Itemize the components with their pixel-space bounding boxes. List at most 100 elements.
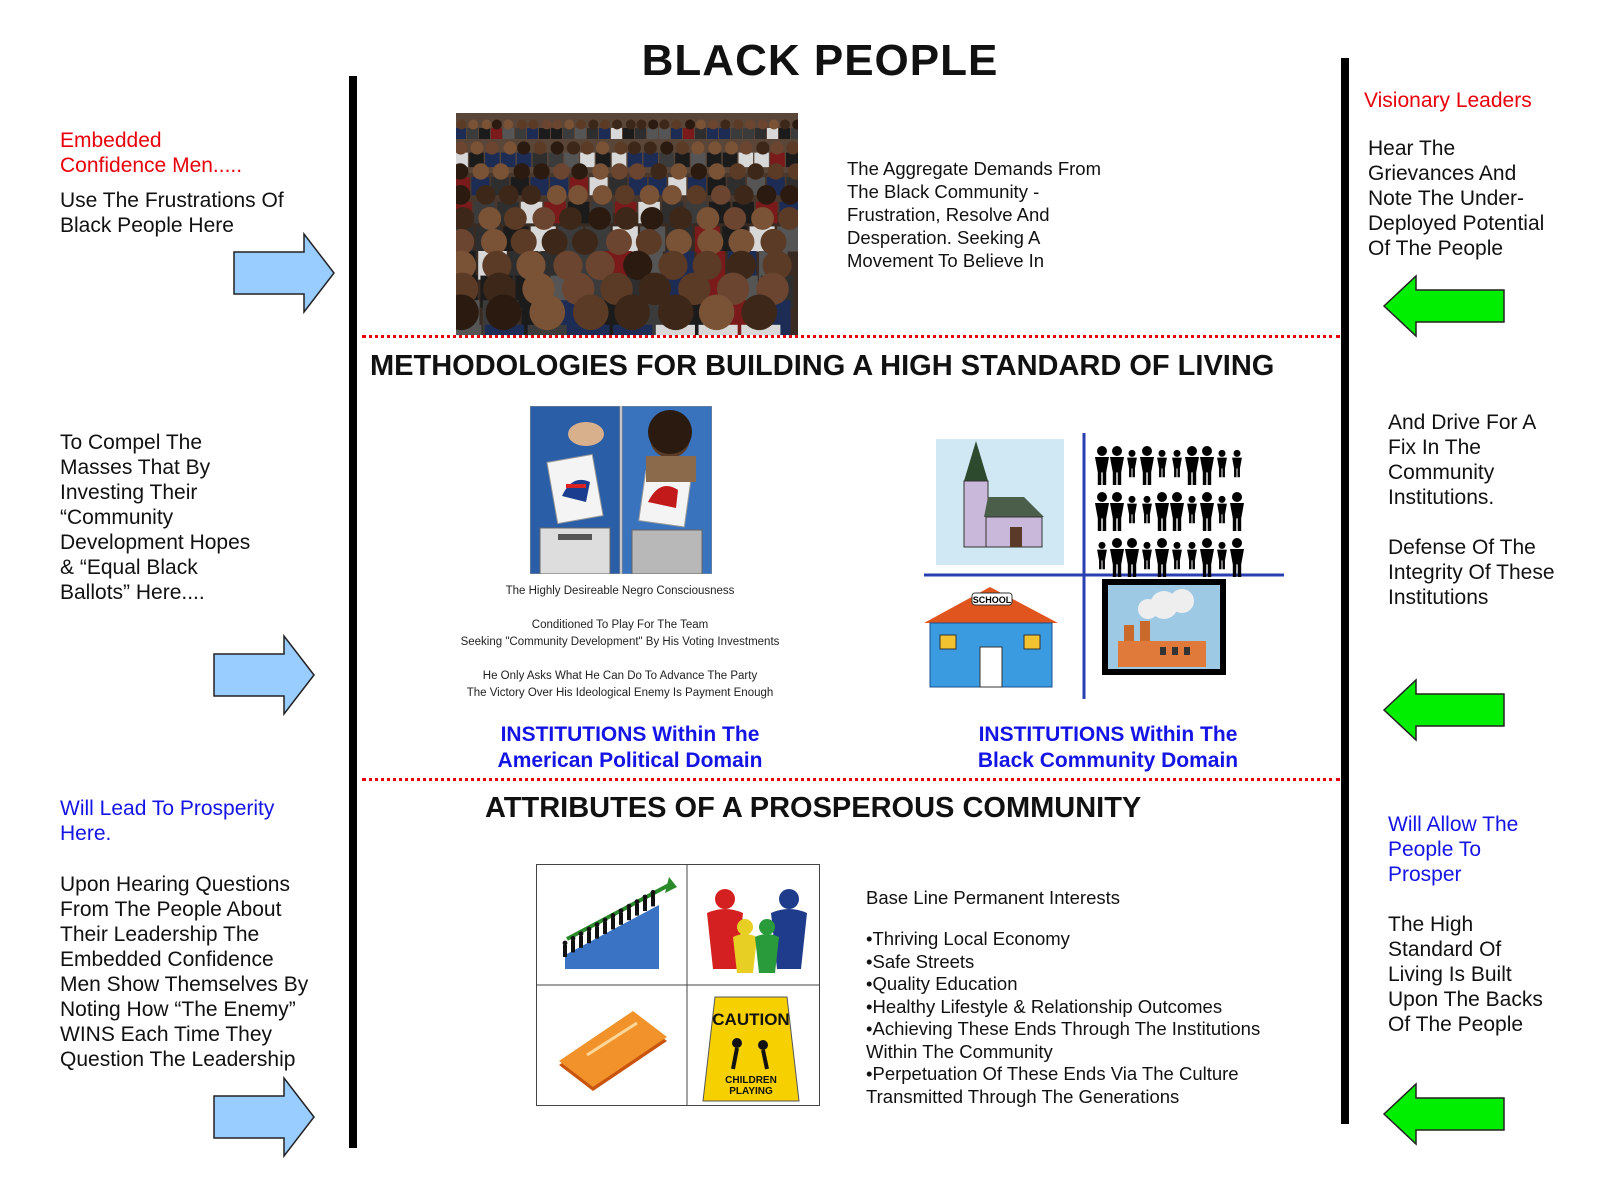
person-body bbox=[1232, 457, 1242, 478]
person-head bbox=[1233, 449, 1241, 457]
crowd-head bbox=[739, 141, 753, 155]
crowd-head bbox=[657, 294, 694, 331]
crowd-body bbox=[500, 152, 516, 168]
crowd-head bbox=[566, 141, 581, 155]
crowd-head bbox=[599, 119, 610, 130]
crowd-head bbox=[532, 207, 556, 230]
crowd-body bbox=[563, 128, 574, 139]
crowd-head bbox=[686, 185, 707, 205]
person-body bbox=[1170, 503, 1184, 531]
crowd-body bbox=[743, 128, 754, 139]
person-head bbox=[1142, 446, 1152, 456]
person-body bbox=[1142, 503, 1152, 524]
person-body bbox=[1200, 549, 1214, 577]
crowd-body bbox=[548, 152, 563, 168]
growth-figure-head bbox=[594, 922, 600, 927]
right-text-1: Hear The Grievances And Note The Under- … bbox=[1368, 137, 1545, 260]
crowd-head bbox=[670, 163, 688, 180]
crowd-body bbox=[647, 128, 658, 139]
growth-figure-body bbox=[643, 899, 647, 911]
crowd-head bbox=[640, 207, 664, 230]
crowd-head bbox=[697, 228, 724, 255]
person-body bbox=[1217, 549, 1227, 570]
person-head bbox=[1097, 446, 1107, 456]
person-body bbox=[1200, 457, 1214, 485]
crowd-head bbox=[456, 207, 475, 230]
person-head bbox=[1173, 541, 1181, 549]
person-head bbox=[1127, 538, 1137, 548]
crowd-head bbox=[470, 141, 484, 155]
crowd-head bbox=[639, 185, 660, 205]
crowd-body bbox=[791, 128, 798, 139]
crowd-body bbox=[635, 128, 646, 139]
right-arrow-icon bbox=[213, 1076, 315, 1158]
crowd-head bbox=[517, 119, 528, 130]
crowd-body bbox=[695, 128, 706, 139]
crowd-body bbox=[623, 128, 634, 139]
right-text-3: The High Standard Of Living Is Built Upo… bbox=[1388, 913, 1543, 1036]
crowd-head bbox=[503, 141, 517, 155]
crowd-head bbox=[592, 185, 613, 205]
crowd-head bbox=[575, 119, 586, 130]
crowd-head bbox=[456, 228, 475, 255]
crowd-head bbox=[541, 119, 552, 130]
left-prosper: Will Lead To Prosperity Here. bbox=[60, 797, 275, 845]
crowd-body bbox=[479, 128, 490, 139]
crowd-head bbox=[792, 119, 798, 130]
crowd-head bbox=[588, 207, 611, 230]
crowd-body bbox=[767, 128, 778, 139]
crowd-head bbox=[553, 250, 583, 280]
crowd-head bbox=[698, 294, 735, 331]
crowd-body bbox=[485, 152, 500, 168]
crowd-head bbox=[553, 163, 570, 180]
crowd-head bbox=[678, 272, 711, 306]
person-body bbox=[1110, 457, 1124, 485]
crowd-head bbox=[605, 228, 632, 255]
crowd-body bbox=[580, 152, 595, 168]
person-head bbox=[1157, 492, 1167, 502]
crowd-head bbox=[780, 185, 798, 205]
crowd-head bbox=[757, 119, 768, 130]
growth-chart-icon bbox=[562, 877, 677, 969]
inst-political-label: INSTITUTIONS Within The American Politic… bbox=[497, 723, 763, 772]
political-caption-3: He Only Asks What He Can Do To Advance T… bbox=[466, 670, 774, 699]
person-head bbox=[1112, 492, 1122, 502]
growth-figure-body bbox=[603, 922, 607, 934]
crowd-head bbox=[513, 163, 530, 180]
crowd-head bbox=[767, 163, 785, 180]
left-divider bbox=[349, 76, 357, 1148]
person-body bbox=[1185, 457, 1199, 485]
crowd-head bbox=[756, 141, 770, 155]
crowd-head bbox=[648, 119, 659, 130]
person-body bbox=[1230, 549, 1244, 577]
crowd-head bbox=[786, 141, 798, 155]
crowd-body bbox=[722, 152, 738, 168]
person-body bbox=[1127, 503, 1137, 524]
person-head bbox=[1187, 446, 1197, 456]
crowd-body bbox=[539, 128, 550, 139]
crowd-body bbox=[467, 128, 478, 139]
crowd-body bbox=[770, 152, 785, 168]
person-body bbox=[1155, 549, 1169, 577]
crowd-head bbox=[568, 185, 588, 205]
person-head bbox=[1202, 538, 1212, 548]
crowd-head bbox=[481, 119, 492, 130]
growth-figure-body bbox=[627, 908, 631, 921]
school-image: SCHOOL bbox=[924, 587, 1058, 688]
crowd-body bbox=[659, 128, 670, 139]
crowd-head bbox=[588, 119, 599, 130]
left-heading: Embedded Confidence Men..... bbox=[60, 129, 243, 177]
crowd-head bbox=[585, 250, 615, 280]
crowd-head bbox=[485, 294, 522, 331]
crowd-head bbox=[492, 163, 510, 180]
separator-bottom bbox=[362, 778, 1340, 781]
person-body bbox=[1140, 457, 1154, 485]
person-body bbox=[1217, 503, 1227, 524]
person-head bbox=[1202, 492, 1212, 502]
ballot-image bbox=[530, 406, 712, 574]
crowd-head bbox=[650, 163, 667, 180]
crowd-body bbox=[786, 152, 798, 168]
person-head bbox=[1232, 538, 1242, 548]
